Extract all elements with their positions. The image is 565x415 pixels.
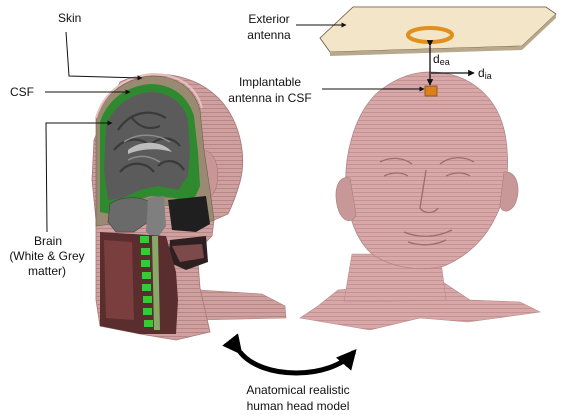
exterior-label-line1: Exterior [248,12,289,26]
exterior-antenna-plate [320,7,556,56]
dia-label: dia [478,66,492,81]
brain-label-line2: (White & Grey [9,249,84,263]
exterior-label-line2: antenna [247,28,291,42]
implant-label-line2: antenna in CSF [228,91,311,105]
dea-label: dea [433,52,450,67]
curved-double-arrow [240,352,354,373]
implant-label-line1: Implantable [239,75,301,89]
csf-label: CSF [10,85,34,99]
brain-label-line3: matter) [28,264,66,278]
brain-label-line1: Brain [34,234,62,248]
neck-muscle [104,240,134,320]
skin-label: Skin [58,11,81,25]
skin-arrow [66,32,142,78]
implant-antenna-marker [425,86,437,96]
nasal-cavity [168,196,210,232]
left-neck-base [200,290,286,320]
left-head-section [92,74,286,340]
caption-line2: human head model [247,399,350,413]
right-head [300,72,540,330]
caption-line1: Anatomical realistic [246,383,349,397]
right-head-skin [346,72,508,269]
